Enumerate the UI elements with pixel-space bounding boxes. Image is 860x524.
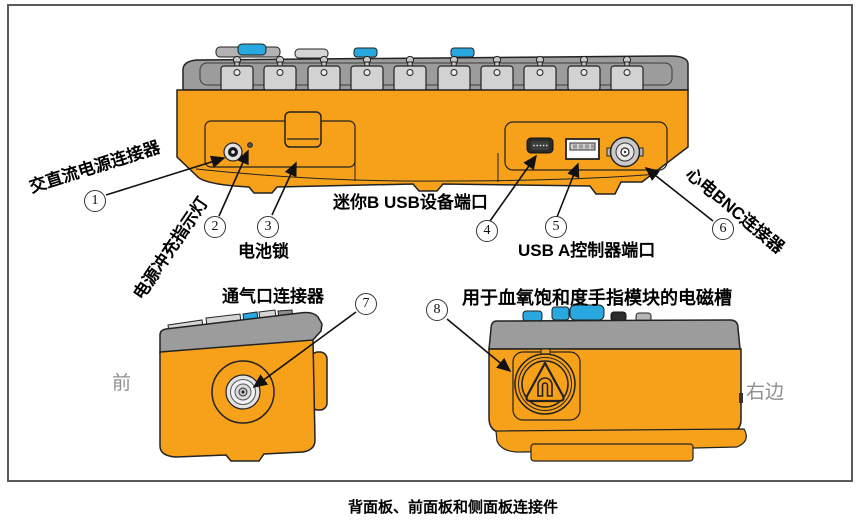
leader-2	[218, 149, 249, 217]
leader-8	[446, 318, 512, 373]
leader-1	[105, 155, 226, 196]
warning-triangle-icon	[525, 361, 565, 403]
back-skirt-line	[195, 168, 659, 182]
leader-7	[252, 311, 357, 388]
side-top-button-blue-1	[522, 310, 543, 322]
mini-b-usb-port	[526, 137, 554, 154]
leader-5	[556, 162, 580, 218]
leader-3	[271, 161, 297, 216]
front-panel-view	[159, 309, 328, 462]
side-edge-button	[739, 393, 743, 403]
side-foot-bar	[530, 443, 694, 462]
top-button-blue-1	[237, 43, 267, 56]
ecg-bnc-connector	[606, 136, 644, 168]
callout-3: 3	[257, 216, 279, 238]
figure-caption: 背面板、前面板和侧面板连接件	[347, 499, 558, 516]
leader-6	[644, 167, 714, 222]
callout-6: 6	[712, 218, 734, 240]
callout-7: 7	[355, 293, 377, 315]
top-knob-gray-2	[294, 48, 329, 59]
leader-arrows	[105, 149, 714, 388]
right-recess-panel	[504, 121, 668, 171]
orientation-right: 右边	[746, 382, 785, 403]
label-mini-b-usb-port: 迷你B USB设备端口	[333, 193, 488, 212]
callout-1: 1	[84, 190, 106, 212]
label-spo2-magnet-slot: 用于血氧饱和度手指模块的电磁槽	[462, 288, 732, 308]
label-usb-a-port: USB A控制器端口	[518, 241, 656, 260]
callout-4: 4	[476, 220, 498, 242]
side-top-button-blue-2	[551, 306, 570, 321]
side-top-button-dark	[610, 311, 627, 322]
orientation-front: 前	[112, 373, 132, 394]
label-vent-connector: 通气口连接器	[222, 287, 324, 306]
callout-2: 2	[204, 216, 226, 238]
battery-lock-tab	[284, 111, 322, 148]
left-recess-panel	[204, 120, 356, 168]
vent-connector	[211, 360, 275, 424]
leader-4	[489, 154, 537, 222]
callout-5: 5	[545, 216, 567, 238]
ac-dc-power-jack	[223, 142, 243, 162]
back-panel-view	[176, 43, 689, 195]
side-panel-view	[488, 304, 747, 462]
charge-indicator-led	[247, 142, 253, 148]
magnet-icon	[537, 377, 553, 397]
spo2-magnet-slot-emblem	[512, 348, 581, 421]
top-button-blue-2	[353, 47, 378, 58]
top-button-blue-3	[450, 47, 475, 58]
label-battery-lock: 电池锁	[238, 242, 289, 261]
usb-a-port	[565, 138, 600, 160]
connector-strip-inset	[199, 62, 673, 86]
callout-8: 8	[426, 299, 448, 321]
back-body	[176, 89, 689, 195]
side-strip	[488, 319, 741, 350]
